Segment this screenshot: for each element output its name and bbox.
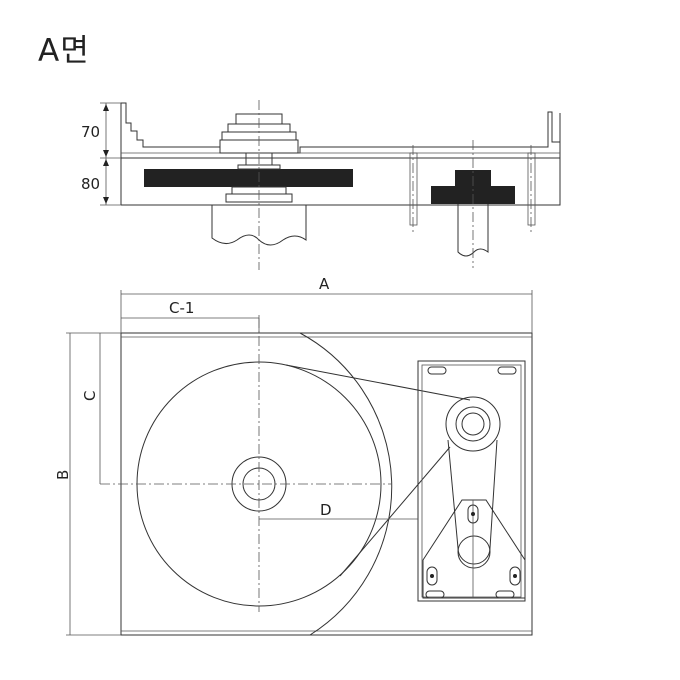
belt-lower: [339, 446, 451, 577]
dim-label-b: B: [54, 470, 72, 480]
slot-top-left: [427, 366, 447, 375]
bracket-slot-top: [467, 504, 479, 524]
large-wheel-section: [144, 169, 353, 187]
bracket-slot-right: [509, 566, 521, 586]
slot-top-right: [497, 366, 517, 375]
bracket-bolt-left: [430, 574, 434, 578]
dim-label-c1: C-1: [169, 299, 194, 317]
arrow-80-bottom: [103, 197, 109, 204]
motor-pulley-inner: [461, 412, 485, 436]
motor-pulley-outer: [445, 396, 501, 452]
arrow-70-bottom: [103, 150, 109, 157]
bracket-post-right: [527, 152, 536, 226]
motor-bracket: [422, 499, 526, 599]
motor-pulley-mid: [455, 406, 491, 442]
motor-plate: [417, 360, 526, 602]
belt-upper: [285, 364, 471, 401]
bracket-bolt-top: [471, 512, 475, 516]
frame-outline: [120, 332, 533, 636]
dim-label-d: D: [320, 501, 332, 519]
dim-label-a: A: [319, 275, 330, 293]
page-title: A면: [38, 33, 90, 69]
guard-arc: [299, 332, 393, 636]
dim-label-70: 70: [81, 123, 100, 141]
arrow-80-top: [103, 159, 109, 166]
bracket-slot-left: [426, 566, 438, 586]
motor-plate-inner: [421, 364, 522, 598]
tension-pivot: [457, 535, 491, 569]
dim-label-c: C: [81, 391, 99, 401]
dim-label-80: 80: [81, 175, 100, 193]
motor-shaft: [457, 204, 489, 257]
plan-view: A C-1 B C D: [54, 275, 533, 636]
bracket-bolt-right: [513, 574, 517, 578]
bracket-post-left: [409, 152, 418, 226]
side-view: 70 80: [81, 100, 561, 270]
arrow-70-top: [103, 104, 109, 111]
tension-arm: [447, 439, 498, 565]
